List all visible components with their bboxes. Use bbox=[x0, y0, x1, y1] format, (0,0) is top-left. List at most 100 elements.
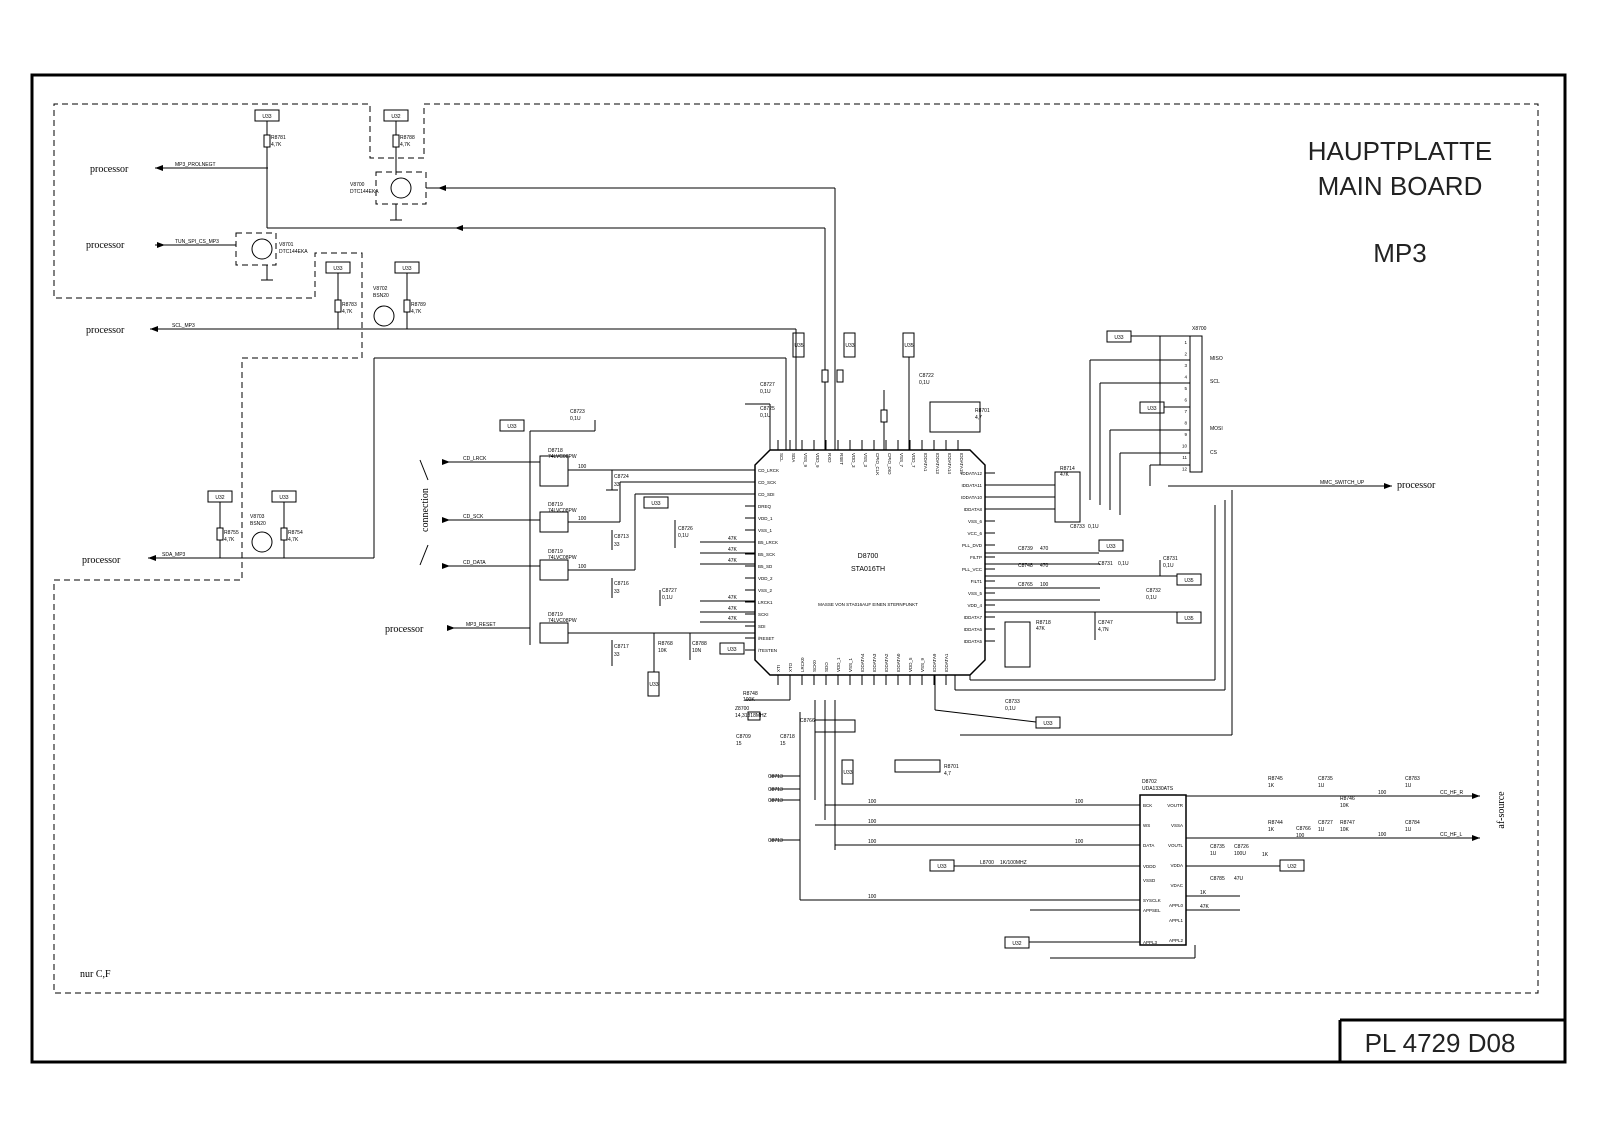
svg-text:D8719: D8719 bbox=[548, 612, 563, 618]
transistor-box bbox=[375, 171, 427, 205]
svg-text:R8755: R8755 bbox=[224, 530, 239, 536]
pin-label: VDD_1 bbox=[836, 657, 841, 672]
mmc-pin-number: 4 bbox=[1184, 375, 1187, 380]
pin-label: VDD_9 bbox=[815, 453, 820, 468]
port-sda-mp3: processor SDA_MP3 bbox=[82, 552, 374, 566]
main-ic-right-network: R8714 47K C8733 0,1U C8739 470 C8748 470… bbox=[985, 466, 1178, 668]
dac-input-network: C8713 C8713 C8713 C8713 100 100 100 100 … bbox=[768, 700, 1196, 959]
svg-text:74LVC08PW: 74LVC08PW bbox=[548, 618, 577, 624]
supply-tag: U33 bbox=[1035, 716, 1061, 729]
pin-label: IDDATA13 bbox=[935, 453, 940, 474]
svg-text:U33: U33 bbox=[1147, 406, 1156, 412]
pin-label: /RESET bbox=[758, 636, 775, 641]
svg-text:R8714: R8714 bbox=[1060, 466, 1075, 472]
svg-text:U33: U33 bbox=[262, 114, 271, 120]
svg-text:U33: U33 bbox=[651, 501, 660, 507]
svg-text:100: 100 bbox=[868, 839, 877, 845]
svg-text:100: 100 bbox=[1075, 839, 1084, 845]
main-ic-body bbox=[754, 449, 986, 676]
svg-text:74LVC08PW: 74LVC08PW bbox=[548, 555, 577, 561]
svg-text:U33: U33 bbox=[333, 266, 342, 272]
svg-text:0,1U: 0,1U bbox=[662, 595, 673, 601]
signal-name: TUN_SPI_CS_MP3 bbox=[175, 239, 219, 245]
mmc-pin-number: 12 bbox=[1182, 467, 1188, 472]
supply-tag: U33 bbox=[254, 109, 280, 122]
svg-text:R8718: R8718 bbox=[1036, 620, 1051, 626]
pin-label: B5_SD bbox=[758, 564, 773, 569]
port-label: processor bbox=[82, 555, 121, 566]
svg-text:47U: 47U bbox=[1234, 876, 1244, 882]
svg-text:U32: U32 bbox=[1287, 864, 1296, 870]
svg-text:4,7N: 4,7N bbox=[1098, 627, 1109, 633]
svg-text:33: 33 bbox=[614, 482, 620, 488]
transistor-network: R8781 4,7K R8788 4,7K V8700 DTC144EKA V8… bbox=[216, 121, 836, 558]
af-source-label: af-source bbox=[1496, 791, 1507, 829]
svg-text:0,1U: 0,1U bbox=[570, 416, 581, 422]
cd-lrck-label: CD_LRCK bbox=[463, 456, 487, 462]
supply-tag: U35 bbox=[1176, 611, 1202, 624]
pin-label: DATA bbox=[1143, 843, 1154, 848]
svg-text:100: 100 bbox=[868, 819, 877, 825]
arrow-icon bbox=[157, 242, 165, 248]
svg-text:4,7K: 4,7K bbox=[342, 309, 353, 315]
dac-ic: D8702 UDA1330ATS BCKWSDATAVDDDVSSDSYSCLK… bbox=[1139, 779, 1187, 946]
svg-text:U32: U32 bbox=[1012, 941, 1021, 947]
svg-text:C8735: C8735 bbox=[1210, 844, 1225, 850]
svg-text:C8748: C8748 bbox=[1018, 563, 1033, 569]
mmc-signal-miso: MISO bbox=[1210, 356, 1223, 362]
svg-text:D8719: D8719 bbox=[548, 502, 563, 508]
pin-label: VSS_7 bbox=[899, 453, 904, 468]
svg-text:C8713: C8713 bbox=[768, 787, 783, 793]
svg-text:V8700: V8700 bbox=[350, 182, 365, 188]
svg-text:U33: U33 bbox=[279, 495, 288, 501]
pin-label: FILTP bbox=[970, 555, 982, 560]
svg-text:U33: U33 bbox=[937, 864, 946, 870]
svg-text:100: 100 bbox=[578, 464, 587, 470]
pin-label: PLL_VCC bbox=[962, 567, 983, 572]
mmc-pin-number: 10 bbox=[1182, 444, 1188, 449]
pin-label: IDDATA5 bbox=[964, 639, 983, 644]
main-ic-top-network: C8722 0,1U R8701 4,7 bbox=[821, 357, 990, 450]
mmc-pin-number: 11 bbox=[1182, 455, 1187, 460]
supply-tag: U33 bbox=[271, 490, 297, 503]
pin-label: VSS_1 bbox=[848, 657, 853, 672]
svg-text:C8765: C8765 bbox=[1018, 582, 1033, 588]
supply-tag: U32 bbox=[383, 109, 409, 122]
pin-label: APPL1 bbox=[1169, 918, 1184, 923]
transistor-icon bbox=[251, 238, 273, 260]
pin-label: VSSA bbox=[1171, 823, 1183, 828]
pin-label: VOUTL bbox=[1168, 843, 1184, 848]
svg-text:U33: U33 bbox=[402, 266, 411, 272]
svg-text:1K/100MHZ: 1K/100MHZ bbox=[1000, 860, 1027, 866]
resistor-array bbox=[1054, 471, 1081, 523]
supply-tag: U33 bbox=[499, 419, 525, 432]
svg-text:47K: 47K bbox=[1036, 626, 1046, 632]
pin-label: VDDD bbox=[1143, 864, 1157, 869]
svg-text:C8713: C8713 bbox=[768, 774, 783, 780]
mmc-pin-number: 5 bbox=[1184, 386, 1187, 391]
main-ic: D8700 STA016TH MASSE VON STA016AUF EINEN… bbox=[745, 440, 995, 685]
pin-label: IDDATA15 bbox=[959, 453, 964, 474]
pin-label: IDDATA10 bbox=[961, 495, 982, 500]
mmc-pin-number: 1 bbox=[1184, 340, 1187, 345]
svg-text:R8745: R8745 bbox=[1268, 776, 1283, 782]
main-ic-part: STA016TH bbox=[851, 566, 885, 573]
svg-text:1K: 1K bbox=[1200, 890, 1207, 896]
connection-brace-top bbox=[419, 459, 429, 481]
svg-text:U33: U33 bbox=[1043, 721, 1052, 727]
supply-tag: U33 bbox=[643, 496, 669, 509]
svg-text:10K: 10K bbox=[658, 648, 668, 654]
pin-label: VSS_6 bbox=[968, 519, 983, 524]
svg-text:R8744: R8744 bbox=[1268, 820, 1283, 826]
pin-label: LRCK0 bbox=[800, 657, 805, 672]
pin-label: APPL3 bbox=[1143, 940, 1158, 945]
arrow-icon bbox=[148, 555, 156, 561]
svg-text:C8723: C8723 bbox=[570, 409, 585, 415]
pin-label: VSS_2 bbox=[758, 588, 773, 593]
svg-text:R8783: R8783 bbox=[342, 302, 357, 308]
port-mp3-reset: processor MP3_RESET bbox=[385, 622, 530, 635]
pin-label: SDI bbox=[758, 624, 766, 629]
